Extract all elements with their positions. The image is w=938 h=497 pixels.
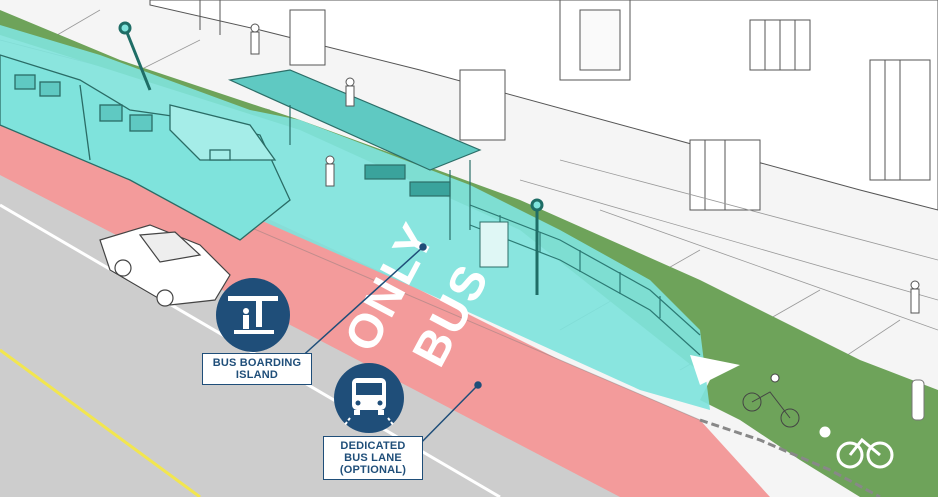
building-facade <box>149 0 938 211</box>
callout-island-line1: BUS BOARDING <box>212 357 302 369</box>
bus-shelter <box>227 69 482 240</box>
callout-island-line2: ISLAND <box>235 369 279 381</box>
info-board <box>479 221 509 268</box>
light-pole <box>530 198 544 295</box>
island-railing <box>469 204 701 356</box>
bollard <box>911 379 925 421</box>
curb-edge <box>699 418 881 497</box>
bike-lane-marking <box>819 426 894 469</box>
pedestrians <box>250 23 920 314</box>
bike-chevron-marking <box>690 355 740 385</box>
car <box>99 224 231 307</box>
callout-bus-boarding-island: BUS BOARDING ISLAND <box>202 353 312 385</box>
articulated-bus <box>0 54 291 241</box>
cyclist <box>742 373 800 428</box>
callout-dedicated-bus-lane: DEDICATED BUS LANE (OPTIONAL) <box>323 436 423 480</box>
light-pole-rear <box>118 21 152 91</box>
center-line <box>0 348 201 497</box>
boarding-platform-icon <box>216 278 290 352</box>
callout-lane-line3: (OPTIONAL) <box>339 464 407 476</box>
sidewalk-paving-lines <box>0 9 938 401</box>
callout-lane-line1: DEDICATED <box>340 440 406 452</box>
bus-front-icon <box>334 363 404 433</box>
callout-lane-line2: BUS LANE <box>344 452 402 464</box>
